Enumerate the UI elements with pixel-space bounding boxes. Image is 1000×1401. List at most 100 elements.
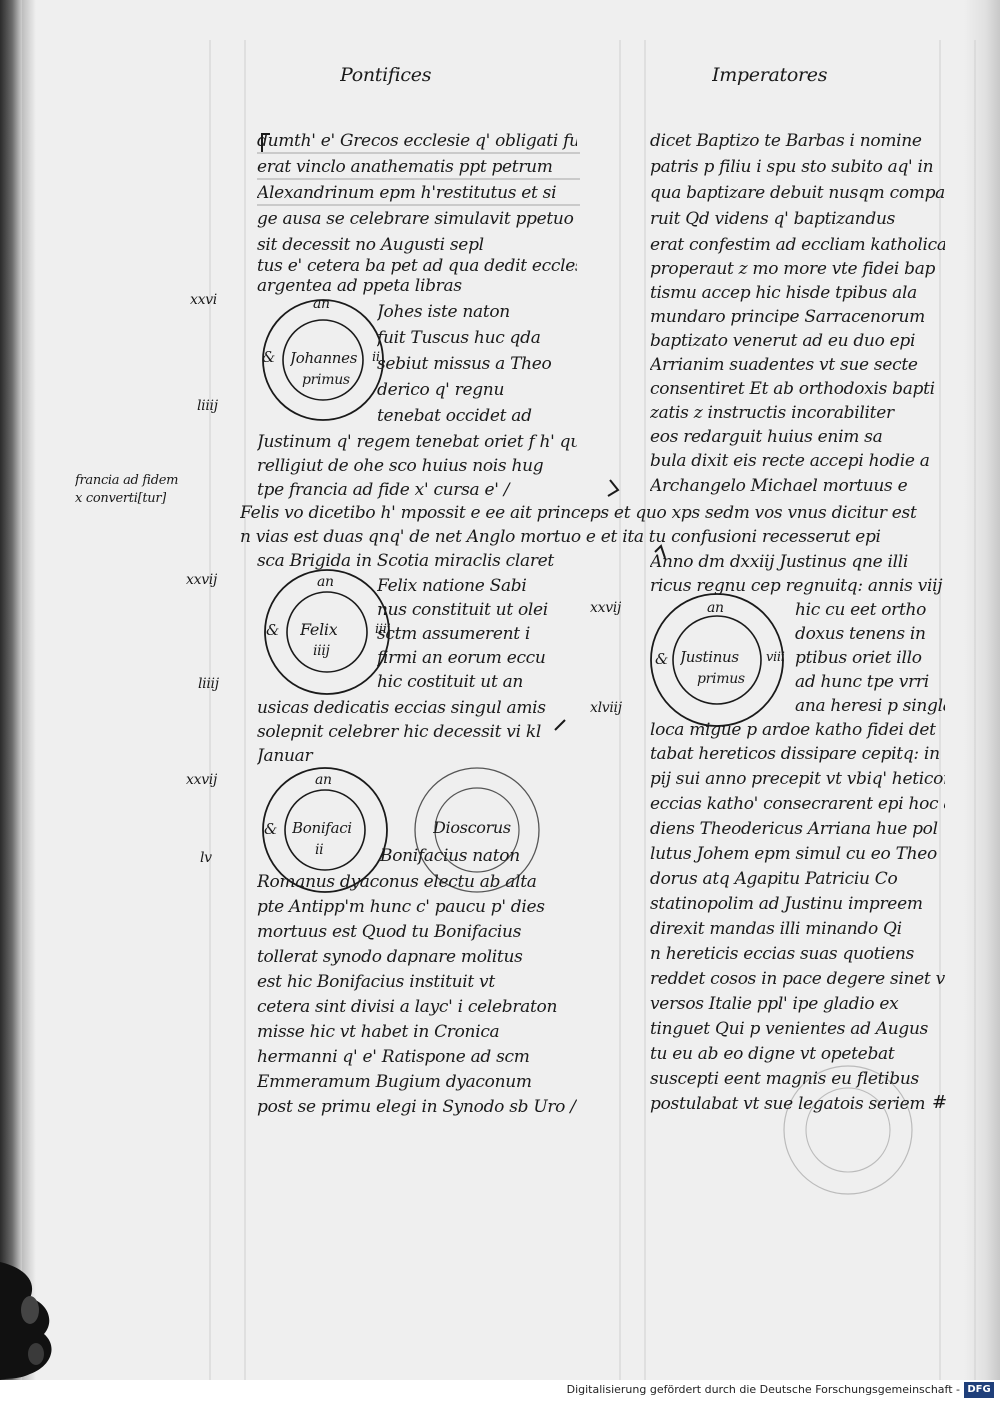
margin-note-francia-1: francia ad fidem (75, 473, 179, 488)
text-line: post se primu elegi in Synodo sb Uro / (257, 1097, 576, 1117)
circle-justinus-sub: primus (697, 671, 745, 687)
circle-justinus-top: an (707, 600, 724, 616)
text-line: tu eu ab eo digne vt opetebat (650, 1044, 895, 1064)
circle-felix-top: an (317, 574, 334, 590)
text-line: baptizato venerut ad eu duo epi (650, 331, 916, 351)
text-line: bula dixit eis recte accepi hodie a (650, 451, 930, 471)
text-line: zatis z instructis incorabiliter (650, 403, 894, 423)
text-line: mortuus est Quod tu Bonifacius (257, 922, 522, 942)
text-line: consentiret Et ab orthodoxis bapti (650, 379, 935, 399)
margin-year: liiij (198, 676, 219, 692)
text-line: sebiut missus a Theo (377, 354, 552, 374)
text-line: Emmeramum Bugium dyaconum (257, 1072, 532, 1092)
text-line: derico q' regnu (377, 380, 505, 400)
text-line: qua baptizare debuit nusqm compa (650, 183, 945, 203)
text-line: ruit Qd videns q' baptizandus (650, 209, 896, 229)
text-line: dicet Baptizo te Barbas i nomine (650, 131, 922, 151)
text-line: ge ausa se celebrare simulavit ppetuo (257, 209, 574, 229)
margin-year: xxvi (190, 292, 217, 308)
footer-bar: Digitalisierung gefördert durch die Deut… (0, 1380, 1000, 1401)
text-line: Romanus dyaconus electu ab alta (257, 872, 537, 892)
circle-felix-left: & (266, 621, 280, 639)
text-line: tabat hereticos dissipare cepitq: in (650, 744, 940, 764)
circle-justinus-left: & (655, 650, 669, 668)
text-line: misse hic vt habet in Cronica (257, 1022, 500, 1042)
text-line: doxus tenens in (795, 624, 926, 644)
text-line: ricus regnu cep regnuitq: annis viij (650, 576, 943, 596)
text-line: Justinum q' regem tenebat oriet f h' qua (257, 432, 577, 452)
text-line: ad hunc tpe vrri (795, 672, 929, 692)
text-line: ana heresi p singla (795, 696, 945, 716)
text-line: erat vinclo anathematis ppt petrum (257, 157, 553, 177)
margin-year: xxvij (590, 600, 622, 616)
text-line: tollerat synodo dapnare molitus (257, 947, 523, 967)
text-line: properaut z mo more vte fidei bap (650, 259, 936, 279)
text-line: dorus atq Agapitu Patriciu Co (650, 869, 898, 889)
text-line: dumth' e' Grecos ecclesie q' obligati fu (257, 131, 577, 151)
circle-felix-sub: iiij (313, 643, 330, 659)
text-line: fuit Tuscus huc qda (377, 328, 541, 348)
circle-justinus-name: Justinus (680, 648, 739, 666)
text-line: reddet cosos in pace degere sinet vni (650, 969, 945, 989)
text-line-full: Felis vo dicetibo h' mpossit e ee ait pr… (240, 503, 917, 523)
text-line: Archangelo Michael mortuus e (650, 476, 908, 496)
text-line: relligiut de ohe sco huius nois hug (257, 456, 544, 476)
text-line: direxit mandas illi minando Qi (650, 919, 902, 939)
text-line: firmi an eorum eccu (377, 648, 546, 668)
text-line: Anno dm dxxiij Justinus qne illi (650, 552, 909, 572)
heading-pontifices: Pontifices (340, 64, 432, 86)
circle-bonifacius-sub: ii (315, 842, 324, 858)
text-line-full: n vias est duas qnq' de net Anglo mortuo… (240, 527, 881, 547)
text-line: Johes iste naton (377, 302, 510, 322)
circle-justinus-right: viii (766, 650, 785, 665)
text-line: sit decessit no Augusti sepl (257, 235, 484, 255)
text-line: pij sui anno precepit vt vbiq' heticon (650, 769, 945, 789)
margin-year: xxvij (186, 772, 218, 788)
circle-johannes-top: an (313, 296, 330, 312)
margin-year: lv (200, 850, 212, 866)
heading-imperatores: Imperatores (712, 64, 828, 86)
text-line: Bonifacius naton (380, 846, 520, 866)
text-line: lutus Johem epm simul cu eo Theo (650, 844, 937, 864)
text-line: tenebat occidet ad (377, 406, 532, 426)
ink-blot (0, 1262, 52, 1380)
margin-year: xlviij (590, 700, 622, 716)
page-edge-shadow (964, 0, 1000, 1380)
circle-johannes-name: Johannes (290, 349, 358, 367)
text-line: sctm assumerent i (377, 624, 531, 644)
dfg-logo: DFG (964, 1382, 994, 1398)
text-line: tinguet Qui p venientes ad Augus (650, 1019, 929, 1039)
margin-year: xxvij (186, 572, 218, 588)
text-line: eos redarguit huius enim sa (650, 427, 883, 447)
text-line: Arrianim suadentes vt sue secte (650, 355, 918, 375)
circle-felix-name: Felix (300, 620, 338, 639)
text-line: Januar (257, 746, 313, 766)
circle-johannes-right: ii (372, 350, 380, 365)
text-line: mundaro principe Sarracenorum (650, 307, 925, 327)
text-line: erat confestim ad eccliam katholica (650, 235, 945, 255)
text-line: est hic Bonifacius instituit vt (257, 972, 495, 992)
text-line: nus constituit ut olei (377, 600, 548, 620)
text-line: eccias katho' consecrarent epi hoc au (650, 794, 945, 814)
text-line: Alexandrinum epm h'restitutus et si (257, 183, 557, 203)
text-line: statinopolim ad Justinu impreem (650, 894, 923, 914)
circle-johannes-left: & (262, 348, 276, 366)
binding-gutter (0, 0, 22, 1380)
text-line: hermanni q' e' Ratispone ad scm (257, 1047, 530, 1067)
circle-bonifacius-left: & (264, 820, 278, 838)
text-line: postulabat vt sue legatois seriem (650, 1094, 926, 1114)
circle-johannes-sub: primus (302, 372, 350, 388)
footer-credit: Digitalisierung gefördert durch die Deut… (566, 1383, 960, 1396)
text-line: solepnit celebrer hic decessit vi kl (257, 722, 541, 742)
text-line: n hereticis eccias suas quotiens (650, 944, 915, 964)
text-line: diens Theodericus Arriana hue pol (650, 819, 938, 839)
gutter-shadow (22, 0, 36, 1380)
text-line: tus e' cetera ba pet ad qua dedit eccles… (257, 256, 577, 276)
text-line: hic costituit ut an (377, 672, 524, 692)
text-line: suscepti eent magnis eu fletibus (650, 1069, 919, 1089)
text-line: pte Antipp'm hunc c' paucu p' dies (257, 897, 545, 917)
circle-dioscorus-name: Dioscorus (433, 818, 511, 837)
circle-bonifacius-name: Bonifaci (292, 819, 352, 837)
